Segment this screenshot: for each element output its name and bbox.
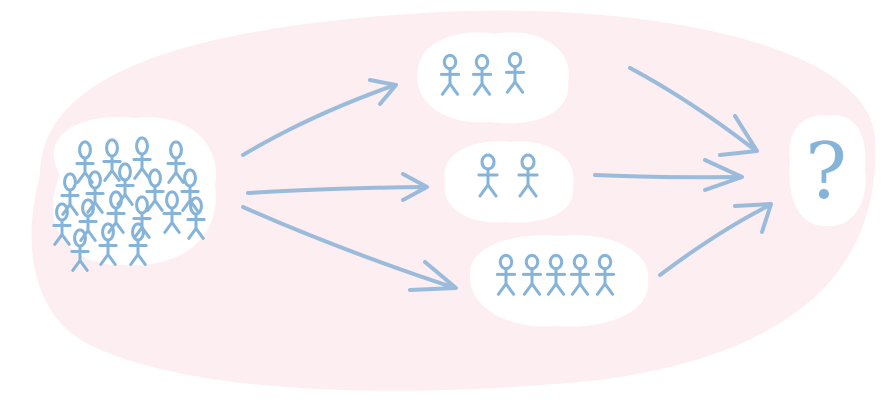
source-person-16 bbox=[70, 228, 90, 272]
subgroup-bottom-bubble bbox=[469, 235, 649, 327]
source-person-14 bbox=[162, 190, 182, 234]
arrow-source-to-top bbox=[241, 78, 398, 157]
top-person-3 bbox=[504, 51, 526, 94]
outcome-bubble bbox=[789, 115, 866, 227]
source-person-12 bbox=[106, 190, 126, 234]
bottom-person-4 bbox=[569, 253, 591, 296]
arrow-source-to-middle bbox=[246, 172, 429, 202]
subgroup-middle-figures bbox=[477, 153, 539, 198]
top-person-2 bbox=[471, 53, 493, 96]
source-group-figures bbox=[52, 136, 206, 272]
arrow-middle-to-outcome bbox=[593, 158, 744, 192]
source-person-11 bbox=[78, 198, 98, 242]
arrow-bottom-to-outcome bbox=[658, 202, 773, 277]
source-person-6 bbox=[85, 170, 105, 214]
subgroup-middle-bubble bbox=[444, 141, 574, 223]
source-person-18 bbox=[128, 222, 148, 266]
source-person-8 bbox=[145, 168, 165, 212]
top-person-1 bbox=[439, 53, 461, 96]
source-person-3 bbox=[132, 136, 152, 180]
bottom-person-5 bbox=[594, 253, 616, 296]
bottom-person-1 bbox=[495, 253, 517, 296]
source-person-4 bbox=[166, 140, 186, 184]
source-person-10 bbox=[52, 202, 72, 246]
source-person-15 bbox=[186, 196, 206, 240]
arrow-source-to-bottom bbox=[241, 205, 458, 292]
outcome-question-mark: ? bbox=[805, 127, 847, 217]
bottom-person-3 bbox=[545, 253, 567, 296]
subgroup-top-figures bbox=[439, 51, 526, 96]
bottom-person-2 bbox=[521, 253, 543, 296]
subgroup-bottom-figures bbox=[495, 253, 616, 296]
subgroup-top-bubble bbox=[417, 32, 569, 124]
middle-person-1 bbox=[477, 153, 499, 198]
arrow-top-to-outcome bbox=[628, 66, 759, 157]
source-person-7 bbox=[115, 162, 135, 206]
source-person-2 bbox=[102, 138, 122, 182]
middle-person-2 bbox=[517, 153, 539, 198]
source-person-17 bbox=[98, 222, 118, 266]
